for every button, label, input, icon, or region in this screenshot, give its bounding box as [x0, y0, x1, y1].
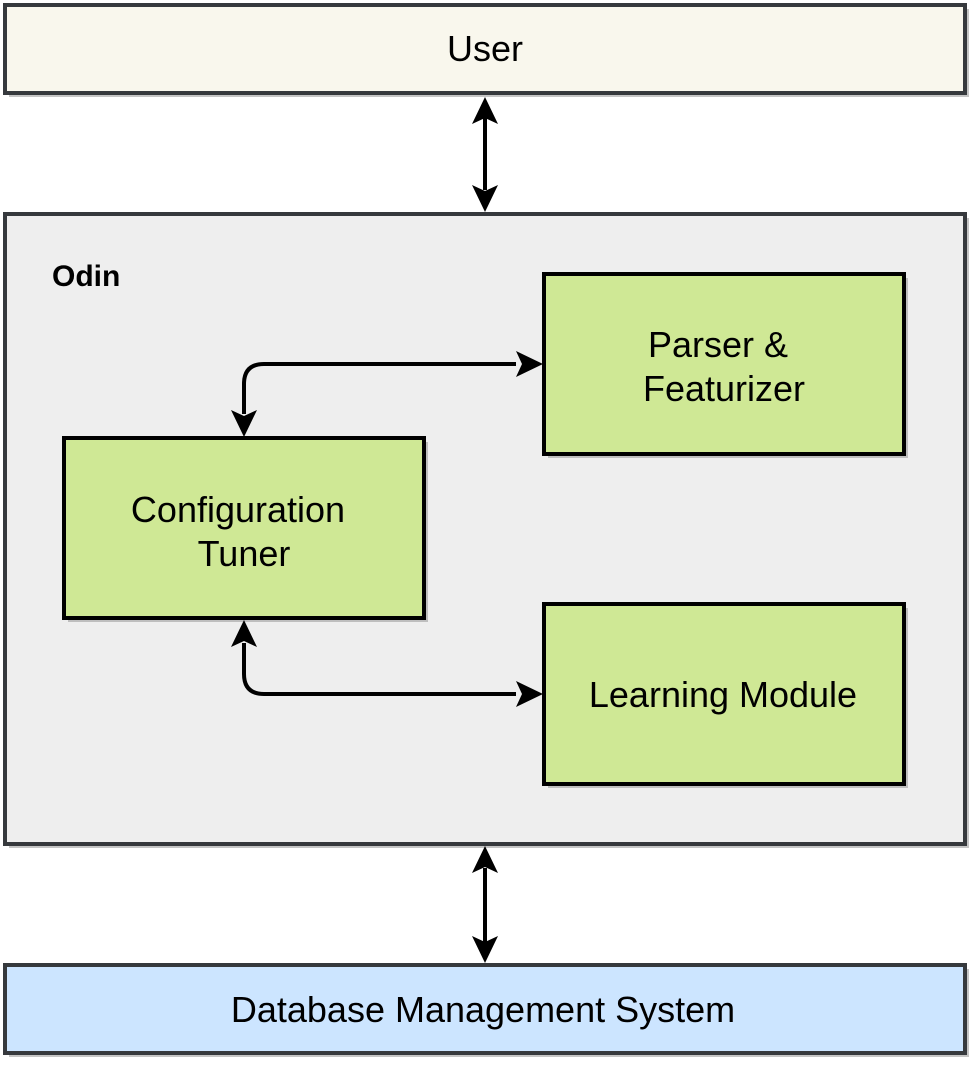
tuner-box-rect — [62, 436, 426, 620]
odin-label: Odin — [52, 260, 120, 293]
dbms-box: Database Management System — [3, 963, 969, 1057]
learning-box-rect — [542, 602, 906, 786]
odin-dbms-arrow-head-down — [472, 936, 498, 963]
user-box: User — [3, 3, 969, 97]
user-odin-arrow — [472, 97, 498, 212]
tuner-parser-arrow-head-parser — [516, 351, 543, 377]
tuner-learning-arrow-head-tuner — [231, 620, 257, 647]
tuner-label-line-2: Tuner — [198, 533, 291, 574]
tuner-parser-arrow-head-tuner — [231, 410, 257, 437]
user-box-rect — [3, 3, 967, 95]
learning-module-box: Learning Module — [542, 602, 908, 788]
parser-label-line-2: Featurizer — [643, 368, 805, 409]
tuner-learning-arrow-head-learning — [516, 681, 543, 707]
parser-box-rect — [542, 272, 906, 456]
configuration-tuner-box: Configuration Tuner — [62, 436, 428, 622]
user-label: User — [447, 28, 523, 69]
tuner-learning-arrow — [231, 620, 543, 707]
dbms-box-rect — [3, 963, 967, 1055]
odin-dbms-arrow-head-up — [472, 846, 498, 873]
dbms-label: Database Management System — [231, 989, 735, 1030]
tuner-parser-arrow — [231, 351, 543, 437]
odin-dbms-arrow — [472, 846, 498, 963]
tuner-label-line-1: Configuration — [131, 489, 345, 530]
user-odin-arrow-head-down — [472, 185, 498, 212]
learning-label: Learning Module — [589, 674, 857, 715]
parser-featurizer-box: Parser & Featurizer — [542, 272, 908, 458]
parser-label-line-1: Parser & — [648, 324, 788, 365]
tuner-parser-arrow-line — [242, 362, 516, 414]
user-odin-arrow-head-up — [472, 97, 498, 124]
tuner-learning-arrow-line — [242, 643, 516, 696]
